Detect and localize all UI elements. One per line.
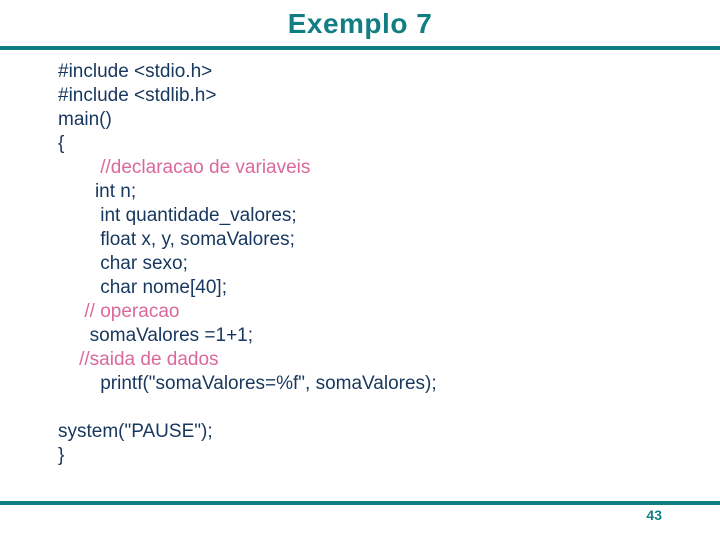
- code-line: {: [58, 133, 65, 154]
- code-line: printf("somaValores=%f", somaValores);: [58, 373, 437, 394]
- slide-title: Exemplo 7: [287, 8, 433, 39]
- page-number: 43: [646, 507, 662, 523]
- code-line: }: [58, 445, 65, 466]
- code-comment-line: //saida de dados: [58, 349, 219, 370]
- footer-divider-line: [0, 501, 720, 505]
- code-block: #include <stdio.h> #include <stdlib.h> mai…: [58, 60, 437, 468]
- title-divider-line: [0, 46, 720, 50]
- code-line: int n;: [58, 181, 137, 202]
- code-line: #include <stdio.h>: [58, 61, 213, 82]
- code-line: char sexo;: [58, 253, 188, 274]
- code-comment-line: // operacao: [58, 301, 180, 322]
- code-line: somaValores =1+1;: [58, 325, 254, 346]
- code-line: #include <stdlib.h>: [58, 85, 217, 106]
- code-line: [58, 396, 437, 420]
- code-line: int quantidade_valores;: [58, 205, 297, 226]
- code-line: float x, y, somaValores;: [58, 229, 295, 250]
- code-comment-line: //declaracao de variaveis: [58, 157, 311, 178]
- code-line: system("PAUSE");: [58, 421, 213, 442]
- code-line: main(): [58, 109, 112, 130]
- code-line: char nome[40];: [58, 277, 227, 298]
